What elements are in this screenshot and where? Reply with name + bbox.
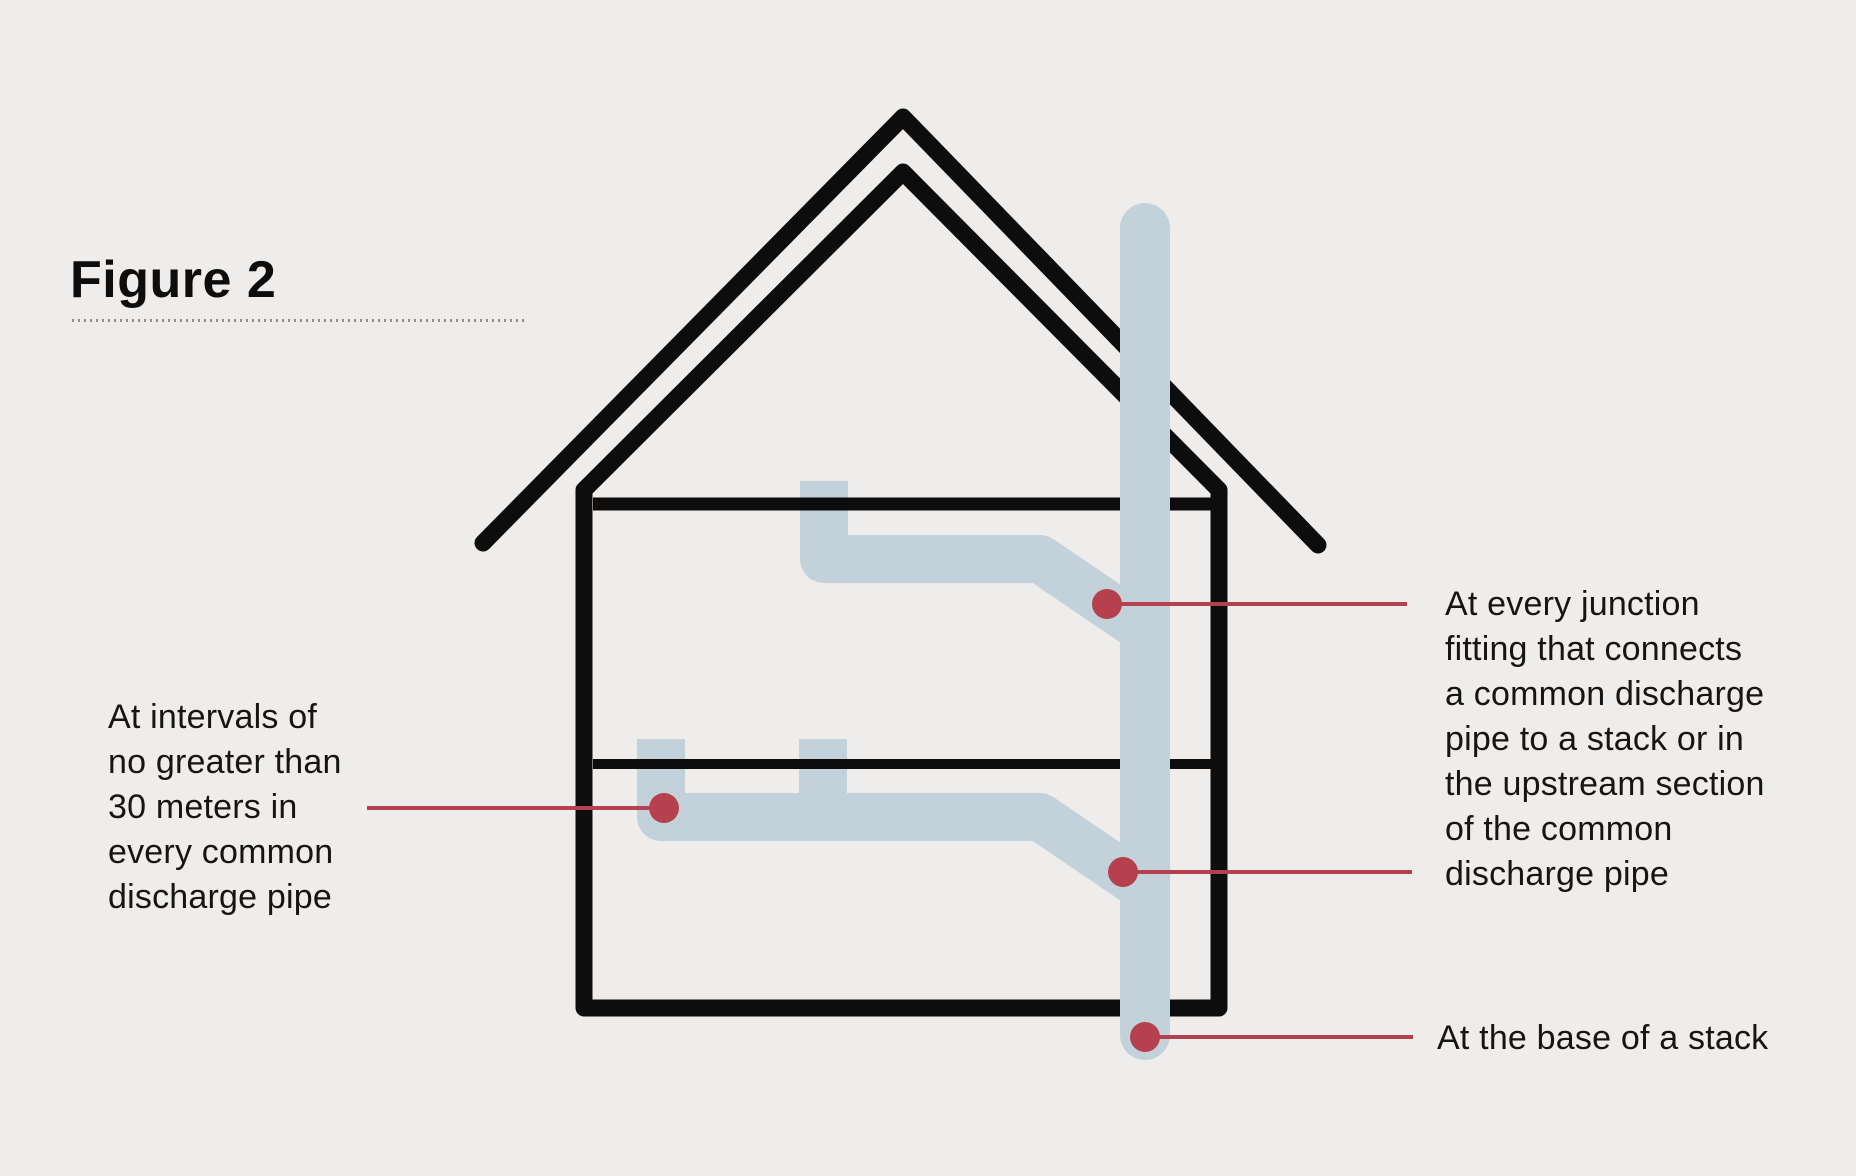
figure-title: Figure 2 <box>70 251 277 309</box>
annotation-interval-label: At intervals of no greater than 30 meter… <box>108 698 342 916</box>
annotation-stack-base-label: At the base of a stack <box>1437 1019 1769 1057</box>
outer-roof-line <box>474 108 1327 554</box>
marker-dot-interval <box>649 793 679 823</box>
title-dotted-divider <box>72 319 524 322</box>
marker-dot-junction-upper <box>1092 589 1122 619</box>
lower-discharge-pipe <box>637 739 1166 913</box>
marker-dot-junction-lower <box>1108 857 1138 887</box>
annotation-junction-label: At every junction fitting that connects … <box>1445 585 1765 893</box>
marker-dot-stack-base <box>1130 1022 1160 1052</box>
